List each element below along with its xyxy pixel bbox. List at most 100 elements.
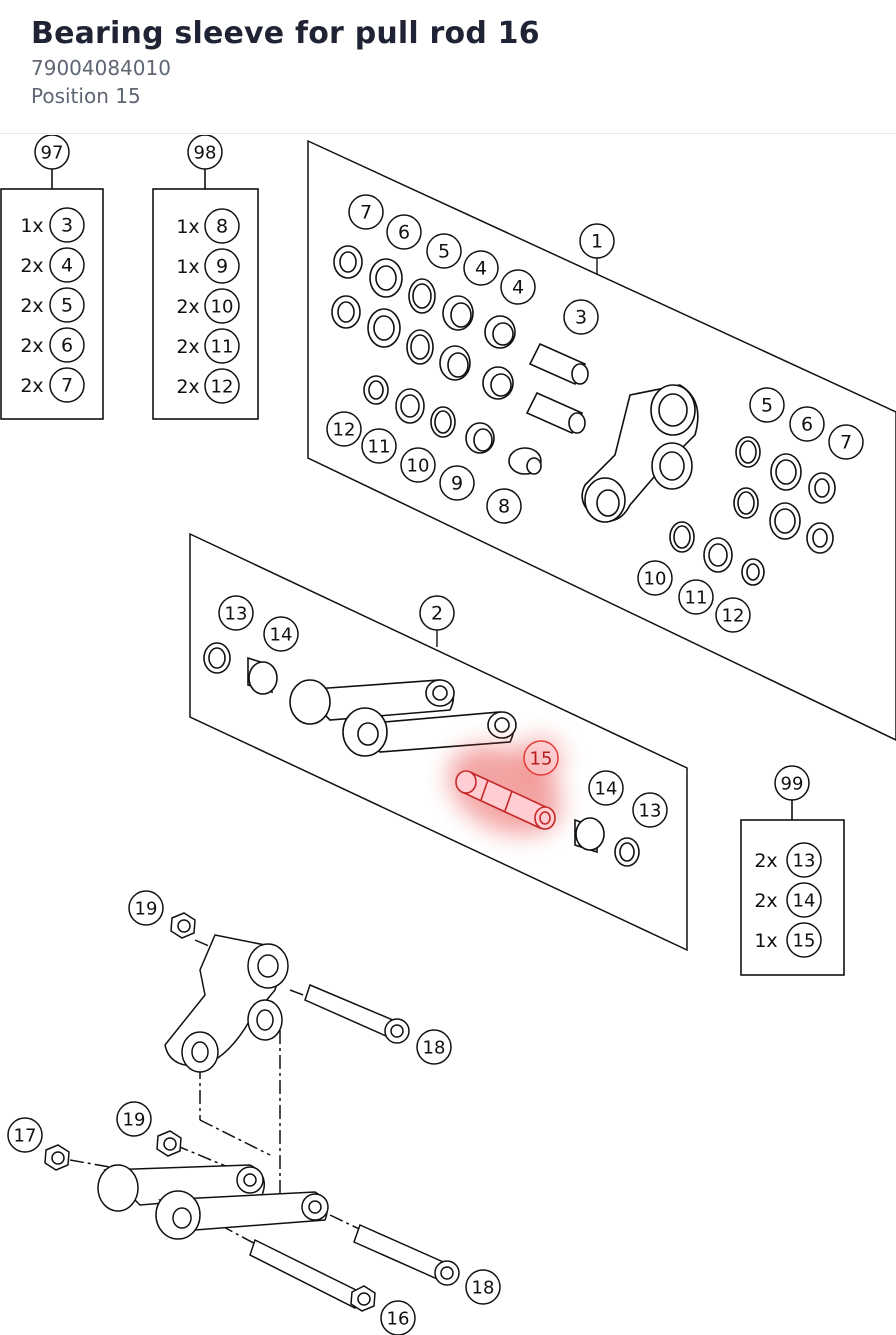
callout-label: 97 [41,143,64,164]
callout-label: 5 [61,295,73,317]
kit-97-qty: 2x [20,375,43,397]
callout-98[interactable]: 98 [187,135,223,170]
callout-label: 15 [793,931,816,952]
kit-99-qty: 2x [754,850,777,872]
callout-1[interactable]: 1 [579,223,615,259]
callout-label: 13 [225,604,248,625]
callout-label: 17 [14,1126,37,1147]
callout-99[interactable]: 99 [774,765,810,801]
callout-16[interactable]: 16 [380,1300,416,1335]
callout-label: 14 [270,625,293,646]
callout-label: 6 [801,414,813,436]
callout-5[interactable]: 5 [49,287,85,323]
callout-18[interactable]: 18 [416,1029,452,1065]
callout-6[interactable]: 6 [386,214,422,250]
kit-99-qty: 1x [754,930,777,952]
kit-99-qty: 2x [754,890,777,912]
kit-98-qty: 1x [176,216,199,238]
kit-98-qty: 2x [176,336,199,358]
callout-3[interactable]: 3 [49,207,85,243]
kit-97-qty: 2x [20,255,43,277]
callout-7[interactable]: 7 [828,424,864,460]
callout-4[interactable]: 4 [500,269,536,305]
bushing-seal-parts-set-1 [331,245,836,586]
part-title: Bearing sleeve for pull rod 16 [31,16,540,51]
callout-11[interactable]: 11 [361,428,397,464]
callout-13[interactable]: 13 [786,842,822,878]
deflection-lever-part [581,384,699,523]
callout-2[interactable]: 2 [419,595,455,631]
callout-6[interactable]: 6 [789,406,825,442]
callout-label: 16 [387,1309,410,1330]
callout-label: 7 [360,202,372,224]
callout-15[interactable]: 15 [786,922,822,958]
callout-19[interactable]: 19 [116,1101,152,1137]
callout-label: 10 [644,569,667,590]
kit-box-97 [0,167,104,420]
callout-9[interactable]: 9 [439,465,475,501]
callout-label: 4 [475,258,487,280]
callout-label: 7 [61,375,73,397]
callout-5[interactable]: 5 [426,233,462,269]
callout-label: 98 [194,143,217,164]
callout-4[interactable]: 4 [463,250,499,286]
callout-15[interactable]: 15 [523,740,559,776]
assembly-panel-1 [307,139,896,741]
kit-box-98 [152,167,259,420]
callout-label: 8 [216,216,228,238]
linkage-assembly-drawing [44,912,460,1312]
part-position: Position 15 [31,84,141,108]
callout-7[interactable]: 7 [49,367,85,403]
callout-10[interactable]: 10 [400,447,436,483]
callout-label: 10 [407,456,430,477]
callout-9[interactable]: 9 [204,248,240,284]
callout-label: 5 [438,241,450,263]
callout-12[interactable]: 12 [204,368,240,404]
callout-19[interactable]: 19 [128,890,164,926]
callout-8[interactable]: 8 [486,488,522,524]
callout-7[interactable]: 7 [348,194,384,230]
callout-label: 99 [781,774,804,795]
callout-11[interactable]: 11 [204,328,240,364]
callout-6[interactable]: 6 [49,327,85,363]
kit-97-qty: 2x [20,335,43,357]
callout-label: 3 [575,307,587,329]
callout-label: 19 [135,899,158,920]
part-number: 79004084010 [31,56,171,80]
callout-label: 11 [368,437,391,458]
callout-12[interactable]: 12 [326,411,362,447]
kit-98-qty: 1x [176,256,199,278]
callout-label: 12 [722,606,745,627]
callout-label: 5 [761,395,773,417]
callout-13[interactable]: 13 [632,792,668,828]
callout-label: 4 [61,255,73,277]
callout-label: 18 [472,1278,495,1299]
exploded-parts-diagram: 1234455667789101011111212131314141516171… [0,135,896,1335]
callout-5[interactable]: 5 [749,387,785,423]
callout-label: 3 [61,215,73,237]
callout-label: 2 [431,603,443,625]
callout-97[interactable]: 97 [34,135,70,170]
kit-97-qty: 1x [20,215,43,237]
callout-14[interactable]: 14 [588,770,624,806]
callout-13[interactable]: 13 [218,595,254,631]
callout-14[interactable]: 14 [786,882,822,918]
callout-3[interactable]: 3 [563,299,599,335]
callout-8[interactable]: 8 [204,208,240,244]
callout-label: 12 [211,377,234,398]
callout-label: 6 [398,222,410,244]
callout-14[interactable]: 14 [263,616,299,652]
callout-12[interactable]: 12 [715,597,751,633]
callout-label: 11 [685,588,708,609]
callout-17[interactable]: 17 [7,1117,43,1153]
callout-10[interactable]: 10 [637,560,673,596]
callout-label: 10 [211,297,234,318]
callout-10[interactable]: 10 [204,288,240,324]
callout-label: 13 [639,801,662,822]
callout-4[interactable]: 4 [49,247,85,283]
callout-11[interactable]: 11 [678,579,714,615]
callout-18[interactable]: 18 [465,1269,501,1305]
callout-label: 8 [498,496,510,518]
callout-label: 14 [595,779,618,800]
callout-label: 18 [423,1038,446,1059]
